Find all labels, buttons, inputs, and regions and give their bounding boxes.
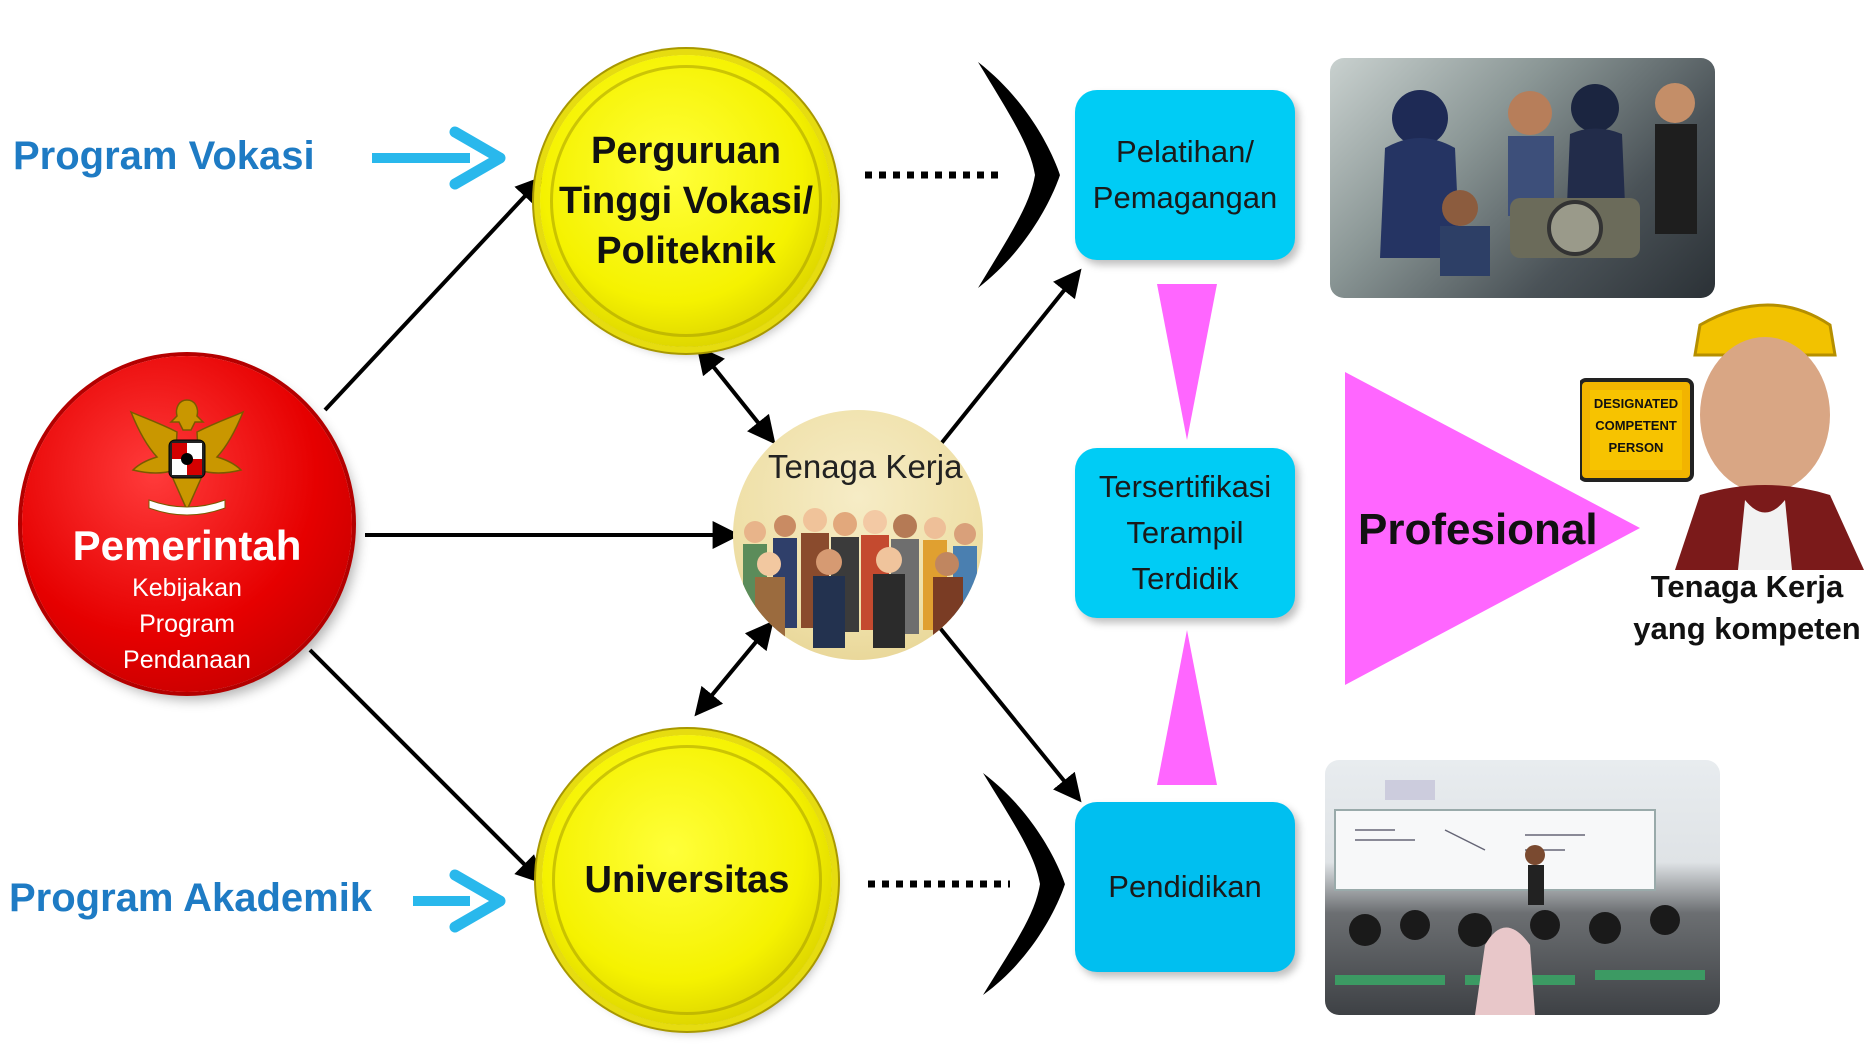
pemerintah-title: Pemerintah — [72, 522, 302, 569]
down-triangle-magenta — [1157, 284, 1217, 440]
universitas-circle: Universitas — [542, 735, 832, 1025]
gov-to-vokasi-arrow — [323, 175, 544, 412]
universitas-curve-bracket — [983, 773, 1065, 995]
competent-caption-line-1: Tenaga Kerja — [1650, 569, 1844, 604]
pemerintah-line-program: Program — [139, 610, 235, 638]
pendidikan-label: Pendidikan — [1108, 869, 1262, 904]
pelatihan-line-2: Pemagangan — [1092, 180, 1278, 215]
pelatihan-line-1: Pelatihan/ — [1116, 134, 1254, 169]
crowd-people-icon — [743, 508, 977, 648]
program-vokasi-arrow — [372, 126, 506, 190]
workshop-scene-icon — [1380, 83, 1697, 276]
pendidikan-box: Pendidikan — [1075, 802, 1295, 972]
perguruan-tinggi-vokasi-circle: Perguruan Tinggi Vokasi/ Politeknik — [540, 55, 832, 347]
sertifikasi-line-2: Terampil — [1126, 515, 1244, 550]
worker-with-badge-icon — [1580, 303, 1864, 570]
tenagakerja-to-pendidikan-arrow — [938, 626, 1082, 803]
workshop-training-photo — [1330, 58, 1715, 298]
sertifikasi-line-1: Tersertifikasi — [1098, 469, 1272, 504]
up-triangle-magenta — [1157, 630, 1217, 785]
sertifikasi-line-3: Terdidik — [1131, 561, 1239, 596]
badge-line-1: DESIGNATED — [1593, 396, 1679, 411]
classroom-photo — [1325, 760, 1720, 1015]
tersertifikasi-box: Tersertifikasi Terampil Terdidik — [1075, 448, 1295, 618]
badge-line-2: COMPETENT — [1595, 418, 1677, 433]
tenaga-kerja-label: Tenaga Kerja — [768, 448, 963, 485]
pemerintah-line-pendanaan: Pendanaan — [123, 646, 251, 674]
program-akademik-label: Program Akademik — [9, 876, 373, 920]
pemerintah-line-kebijakan: Kebijakan — [132, 574, 242, 602]
program-akademik-arrow — [413, 869, 506, 933]
garuda-emblem-icon — [129, 399, 245, 516]
vokasi-circle-line-3: Politeknik — [596, 230, 776, 272]
tenaga-kerja-circle: Tenaga Kerja — [733, 410, 983, 660]
competent-caption-line-2: yang kompeten — [1633, 611, 1861, 646]
gov-to-universitas-arrow — [308, 648, 544, 884]
competent-caption: Tenaga Kerja yang kompeten — [1630, 566, 1864, 650]
badge-line-3: PERSON — [1608, 440, 1664, 455]
pemerintah-circle: Pemerintah Kebijakan Program Pendanaan — [22, 356, 352, 692]
pelatihan-pemagangan-box: Pelatihan/ Pemagangan — [1075, 90, 1295, 260]
vokasi-tenagakerja-double-arrow — [696, 345, 776, 445]
profesional-label: Profesional — [1358, 505, 1598, 554]
classroom-scene-icon — [1334, 780, 1705, 1015]
vokasi-circle-line-2: Tinggi Vokasi/ — [558, 180, 814, 222]
profesional-triangle — [1345, 372, 1640, 685]
vokasi-curve-bracket — [978, 62, 1060, 288]
universitas-label: Universitas — [584, 859, 790, 901]
program-vokasi-label: Program Vokasi — [13, 134, 315, 178]
tenagakerja-to-pelatihan-arrow — [938, 268, 1082, 447]
competent-person-photo: DESIGNATED COMPETENT PERSON — [1580, 295, 1864, 570]
vokasi-circle-line-1: Perguruan — [590, 130, 782, 172]
